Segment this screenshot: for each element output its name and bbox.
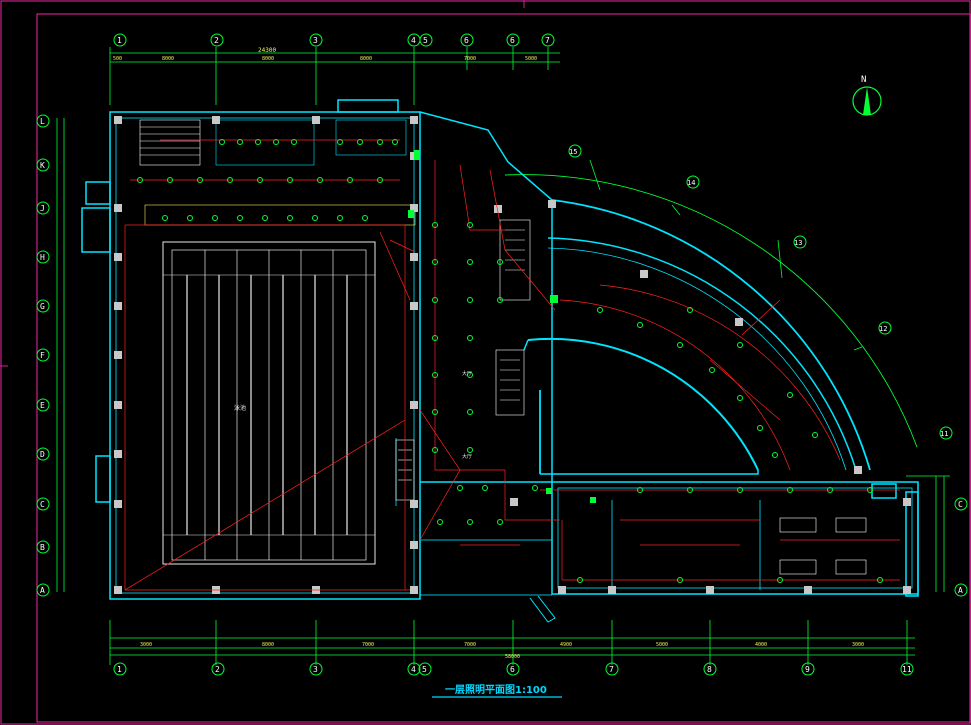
radial-axis-14: 14 [687,179,695,187]
radial-axis-12: 12 [879,325,887,333]
structural-columns [114,116,911,594]
lighting-wiring [124,139,900,591]
right-axis-A: A [958,586,963,595]
top-axis-bubbles: 1 2 3 4 5 6 6 7 [113,33,555,47]
bottom-dim-5: 5000 [656,642,668,648]
bottom-dim-2: 7000 [362,642,374,648]
bottom-dim-0: 3000 [140,642,152,648]
top-axis-1: 1 [117,36,122,45]
left-axis-K: K [40,161,45,170]
bottom-dim-1: 8000 [262,642,274,648]
top-axis-4: 4 [411,36,416,45]
top-axis-6b: 6 [510,36,515,45]
distribution-panels [408,150,596,503]
left-axis-H: H [40,253,45,262]
north-arrow-icon: N [852,75,882,116]
left-axis-F: F [40,351,45,360]
bottom-axis-1: 1 [117,665,122,674]
bottom-axis-8: 8 [707,665,712,674]
building-walls [81,99,919,623]
bottom-axis-11: 11 [902,665,912,674]
bottom-axis-7: 7 [609,665,614,674]
room-label-pool: 泳池 [234,404,246,412]
bottom-dim-7: 3000 [852,642,864,648]
bottom-axis-bubbles: 1 2 3 4 5 6 7 8 9 11 [113,662,914,676]
bottom-axis-9: 9 [805,665,810,674]
north-service-rooms [139,119,867,575]
left-axis-B: B [40,543,45,552]
bottom-overall-dim: 58000 [505,654,520,660]
radial-axis: 15 14 13 12 11 [504,144,953,448]
room-label-hall-1: 大厅 [462,370,472,377]
top-dim-4: 7000 [464,56,476,62]
top-axis-7: 7 [545,36,550,45]
left-axis-bubbles: L K J H G F E D C B A [36,114,50,597]
bottom-axis-4: 4 [411,665,416,674]
top-axis-6a: 6 [464,36,469,45]
bottom-axis-2: 2 [215,665,220,674]
bottom-dim-3: 7000 [464,642,476,648]
bottom-dim-4: 4900 [560,642,572,648]
right-axis-bubbles: C A [906,475,968,597]
drawing-title: 一层照明平面图1:100 [445,684,547,696]
left-axis-G: G [40,302,45,311]
top-dim-0: 500 [113,56,122,62]
top-dim-1: 8000 [162,56,174,62]
bottom-axis-3: 3 [313,665,318,674]
top-dim-values: 500 8000 8000 8000 7000 5000 [113,56,537,62]
bottom-axis-6: 6 [510,665,515,674]
top-overall-dim: 24300 [258,47,276,54]
bottom-dim-values: 3000 8000 7000 7000 4900 5000 4000 3000 … [140,642,864,660]
left-dimension-lines [56,118,65,592]
left-axis-E: E [40,401,45,410]
left-axis-L: L [40,117,45,126]
bottom-dim-6: 4000 [755,642,767,648]
top-dimension-lines [109,47,560,105]
right-axis-C: C [958,500,963,509]
top-dim-3: 8000 [360,56,372,62]
radial-axis-15: 15 [569,148,577,156]
light-fixtures [137,139,883,583]
top-axis-5: 5 [423,36,428,45]
left-axis-D: D [40,450,45,459]
left-axis-A: A [40,586,45,595]
swimming-pool [162,241,376,565]
radial-axis-11: 11 [940,430,948,438]
top-dim-5: 5000 [525,56,537,62]
left-axis-C: C [40,500,45,509]
bottom-axis-5: 5 [422,665,427,674]
top-axis-2: 2 [214,36,219,45]
room-label-hall-2: 大厅 [462,453,472,460]
radial-axis-13: 13 [794,239,802,247]
left-axis-J: J [40,204,45,213]
bottom-dimension-lines [109,620,915,665]
top-axis-3: 3 [313,36,318,45]
north-label: N [861,75,866,85]
top-dim-2: 8000 [262,56,274,62]
